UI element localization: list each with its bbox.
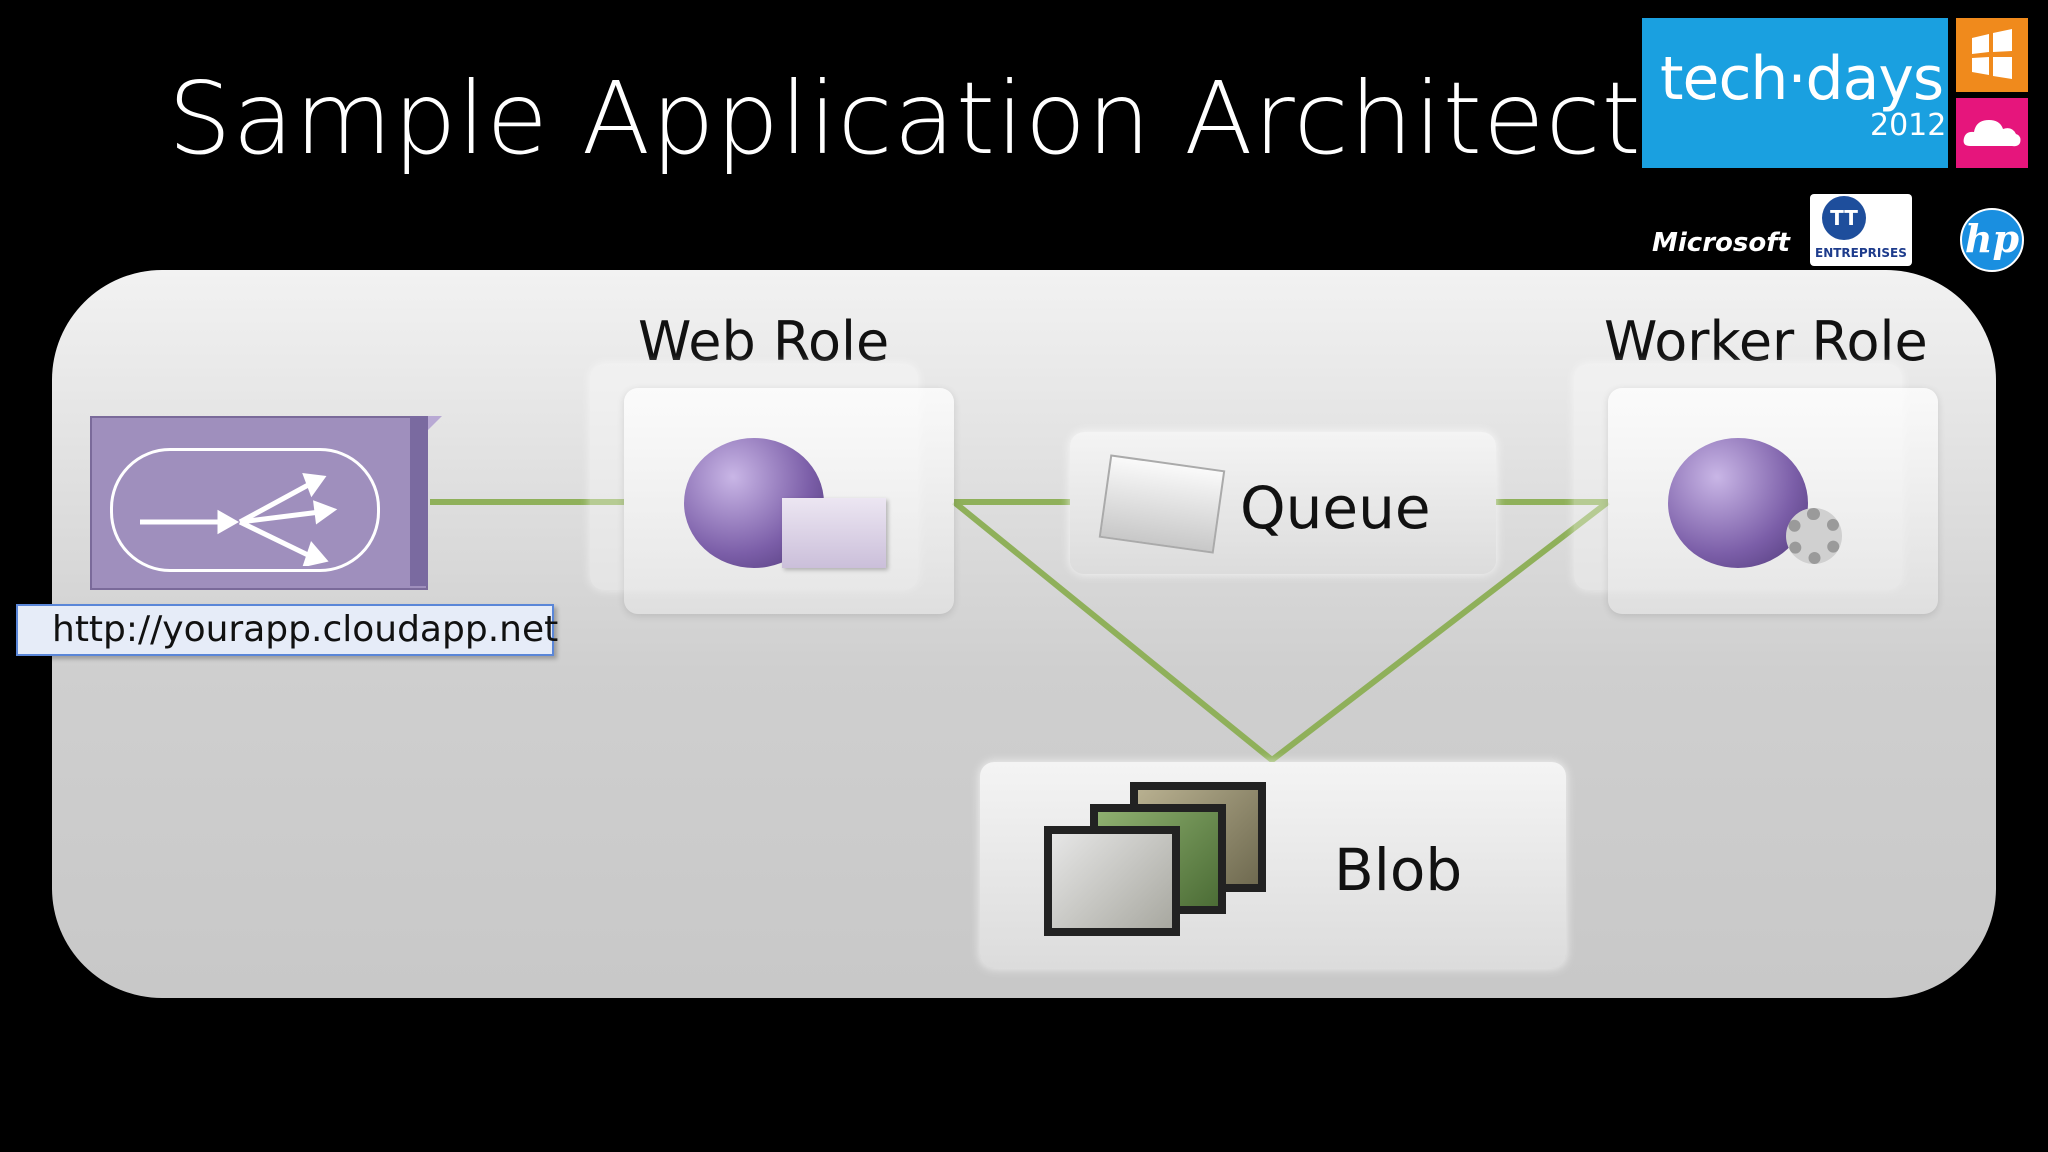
web-role-label: Web Role	[638, 310, 890, 373]
queue-label: Queue	[1240, 474, 1431, 542]
photo-icon	[1044, 826, 1180, 936]
blob-label: Blob	[1334, 836, 1463, 904]
microsoft-logo: Microsoft	[1652, 228, 1790, 258]
tt-logo-mark: TT	[1822, 196, 1866, 240]
envelope-icon	[1098, 454, 1226, 554]
techdays-logo-year: 2012	[1870, 108, 1947, 143]
cloud-logo-icon	[1956, 98, 2028, 168]
cloud-icon	[110, 448, 380, 572]
roles-to-blob-link	[952, 499, 1610, 764]
techdays-logo-text: tech·days	[1660, 44, 1944, 114]
routing-arrows-icon	[140, 473, 338, 566]
app-url-label[interactable]: http://yourapp.cloudapp.net	[16, 604, 558, 656]
techdays-blue-tile	[1642, 18, 1948, 168]
globe-icon	[1668, 438, 1808, 568]
slide-title: Sample Application Architecture	[168, 60, 1809, 177]
load-balancer-side	[410, 416, 428, 586]
gear-icon	[1786, 508, 1842, 564]
tt-logo-subtitle: ENTREPRISES	[1815, 246, 1907, 260]
hp-logo: hp	[1960, 208, 2024, 272]
worker-role-label: Worker Role	[1604, 310, 1928, 373]
package-icon	[782, 498, 886, 568]
windows-logo-icon	[1956, 18, 2028, 92]
